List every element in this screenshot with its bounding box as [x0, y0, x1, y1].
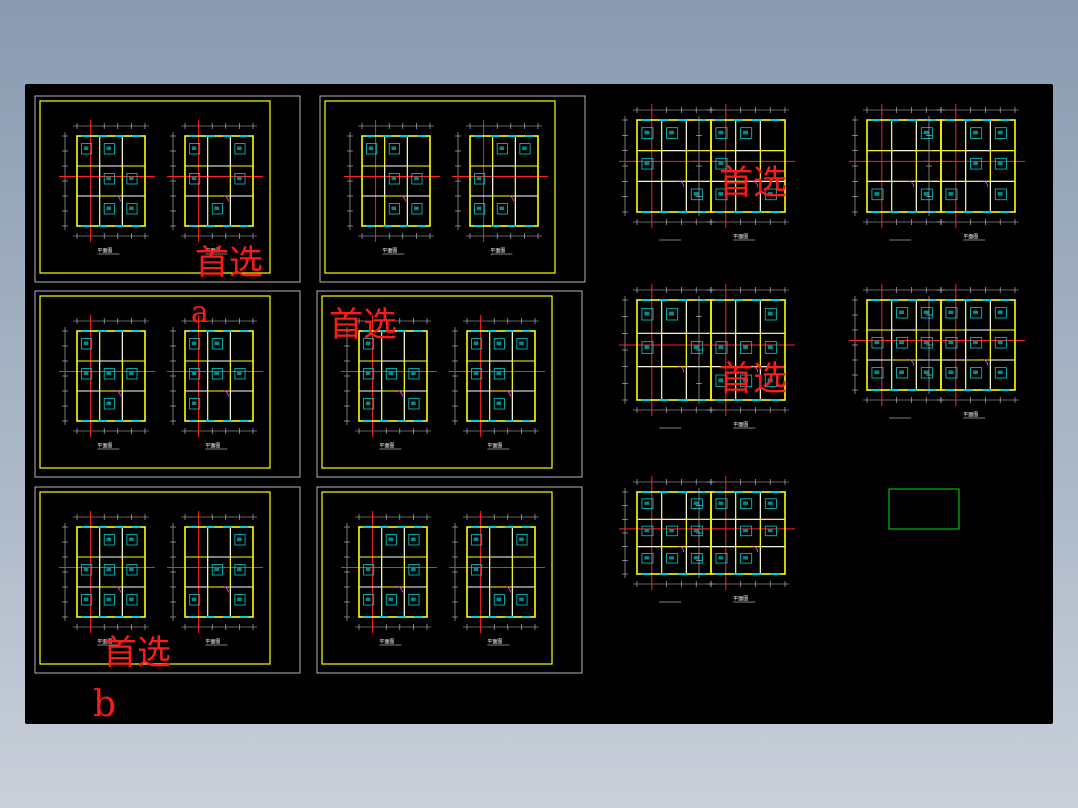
annotation-letter-a: a	[191, 295, 209, 330]
annotation-preferred-4: 首选	[719, 163, 787, 203]
annotation-preferred-3: 首选	[103, 633, 171, 673]
drawing-sheet-4[interactable]: 平面图 平面图	[316, 290, 583, 478]
annotation-preferred-2: 首选	[329, 305, 397, 345]
large-floor-plan-8[interactable]: 平面图	[849, 104, 1025, 241]
floor-plan: 平面图	[693, 104, 795, 241]
empty-green-rectangle[interactable]	[888, 488, 960, 530]
plan-label: 平面图	[490, 248, 505, 254]
floor-plan: 平面图	[167, 511, 263, 646]
floor-plan: 平面图	[693, 284, 795, 429]
drawing-sheet-5[interactable]: 平面图 平面图	[34, 486, 301, 674]
floor-plan: 平面图	[923, 284, 1025, 419]
plan-label: 平面图	[487, 443, 502, 449]
floor-plan: 平面图	[167, 315, 263, 450]
floor-plan	[619, 476, 721, 603]
plan-label: 平面图	[97, 248, 112, 254]
plan-label: 平面图	[963, 234, 978, 240]
floor-plan: 平面图	[344, 120, 440, 255]
plan-label: 平面图	[487, 639, 502, 645]
large-floor-plan-9[interactable]: 平面图	[619, 284, 795, 429]
annotation-preferred-5: 首选	[719, 359, 787, 399]
plan-label: 平面图	[97, 639, 112, 645]
floor-plan	[619, 104, 721, 241]
drawing-sheets: 平面图平面图平面图平面图平面图平面图平面图平面图平面图平面图平面图平面图	[34, 95, 586, 674]
annotation-letter-b: b	[93, 684, 116, 724]
floor-plan: 平面图	[59, 315, 155, 450]
plan-label: 平面图	[379, 443, 394, 449]
large-floor-plan-11[interactable]: 平面图	[619, 476, 795, 603]
drawing-sheet-1[interactable]: 平面图 平面图	[34, 95, 301, 283]
drawing-sheet-3[interactable]: 平面图 平面图	[34, 290, 301, 478]
plan-label: 平面图	[733, 596, 748, 602]
large-floor-plan-7[interactable]: 平面图	[619, 104, 795, 241]
floor-plan: 平面图	[167, 120, 263, 255]
plan-label: 平面图	[382, 248, 397, 254]
floor-plan: 平面图	[341, 511, 437, 646]
floor-plan: 平面图	[693, 476, 795, 603]
floor-plan: 平面图	[452, 120, 548, 255]
plan-label: 平面图	[733, 234, 748, 240]
large-floor-plan-10[interactable]: 平面图	[849, 284, 1025, 419]
plan-label: 平面图	[963, 412, 978, 418]
floor-plan: 平面图	[59, 511, 155, 646]
floor-plan	[619, 284, 721, 429]
floor-plan	[849, 104, 951, 241]
plan-label: 平面图	[205, 639, 220, 645]
large-floor-plans: 平面图平面图平面图平面图平面图	[619, 104, 1025, 603]
floor-plan: 平面图	[449, 511, 545, 646]
floor-plan	[849, 284, 951, 419]
drawing-sheet-2[interactable]: 平面图 平面图	[319, 95, 586, 283]
plan-label: 平面图	[379, 639, 394, 645]
floor-plan: 平面图	[59, 120, 155, 255]
plan-label: 平面图	[733, 422, 748, 428]
floor-plan: 平面图	[923, 104, 1025, 241]
plan-label: 平面图	[97, 443, 112, 449]
cad-drawing-canvas[interactable]: 平面图平面图平面图平面图平面图平面图平面图平面图平面图平面图平面图平面图 平面图…	[25, 84, 1053, 724]
annotation-preferred-1: 首选	[195, 243, 263, 283]
floor-plan: 平面图	[341, 315, 437, 450]
floor-plan: 平面图	[449, 315, 545, 450]
plan-label: 平面图	[205, 248, 220, 254]
plan-label: 平面图	[205, 443, 220, 449]
drawing-sheet-6[interactable]: 平面图 平面图	[316, 486, 583, 674]
